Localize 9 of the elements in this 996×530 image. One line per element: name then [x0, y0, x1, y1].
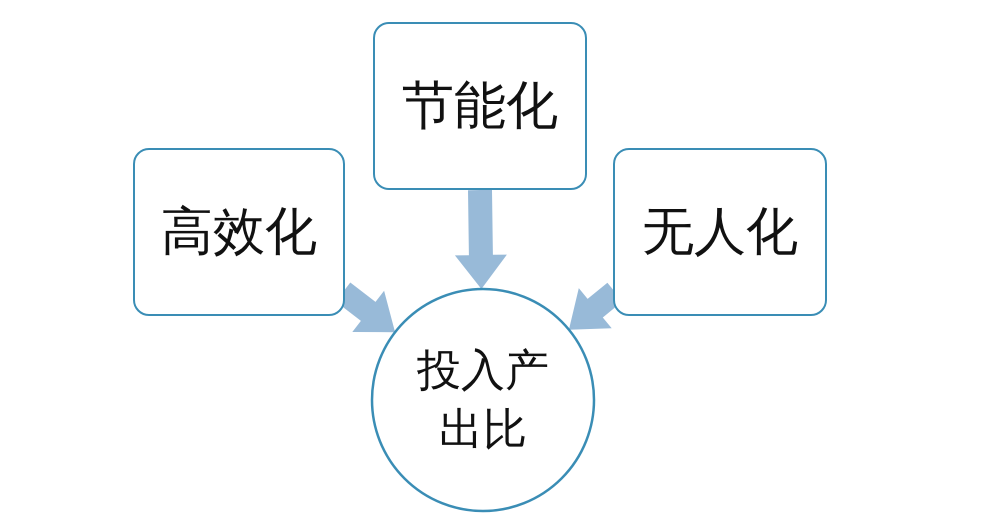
rounded-box	[373, 22, 587, 190]
circle-label: 投入产出比	[416, 344, 550, 457]
rounded-box	[133, 148, 345, 316]
block-arrow	[454, 190, 507, 289]
box-label: 高效化	[161, 201, 317, 264]
box-label: 节能化	[402, 75, 558, 138]
rounded-box	[613, 148, 827, 316]
circle-node	[370, 287, 596, 513]
box-label: 无人化	[642, 201, 798, 264]
